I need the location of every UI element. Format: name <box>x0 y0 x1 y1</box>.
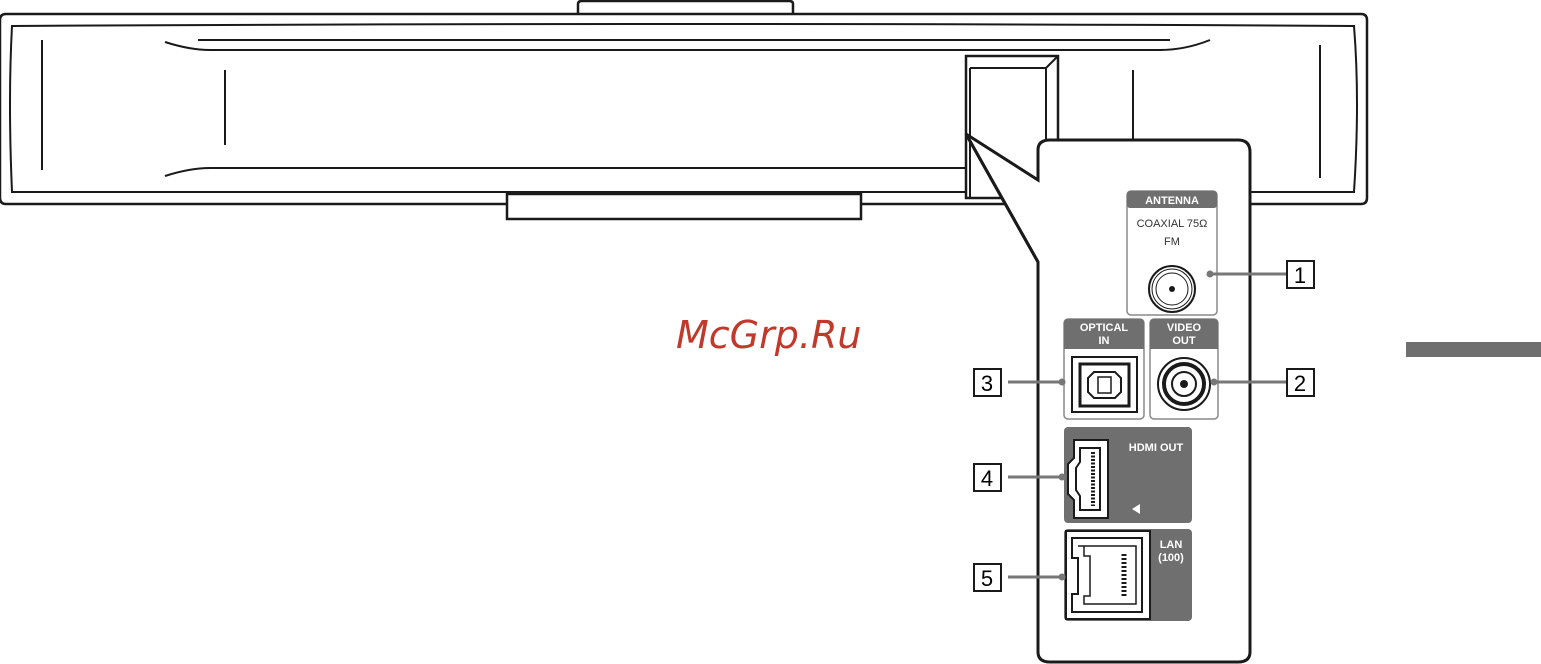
optical-label-line1: OPTICAL <box>1080 322 1129 334</box>
callout-box-5: 5 <box>974 564 1001 591</box>
fm-antenna-jack-icon <box>1149 266 1195 312</box>
antenna-block: ANTENNA COAXIAL 75Ω FM <box>1127 191 1217 315</box>
rca-jack-icon <box>1158 358 1210 410</box>
side-tab-bar <box>1406 342 1541 357</box>
callout-number-1: 1 <box>1294 263 1306 288</box>
callout-dot-2 <box>1211 379 1218 386</box>
optical-label-line2: IN <box>1099 335 1110 347</box>
hdmi-label: HDMI OUT <box>1129 442 1184 454</box>
callout-number-5: 5 <box>981 566 993 591</box>
callout-dot-4 <box>1059 474 1066 481</box>
lan-label-line1: LAN <box>1160 539 1183 551</box>
callout-box-2: 2 <box>1287 369 1314 396</box>
callout-box-3: 3 <box>974 369 1001 396</box>
bottom-stand <box>507 194 861 219</box>
video-label-line1: VIDEO <box>1167 322 1202 334</box>
callout-dot-5 <box>1059 574 1066 581</box>
ethernet-port-icon <box>1066 531 1150 619</box>
callout-number-2: 2 <box>1294 371 1306 396</box>
top-tab <box>578 1 793 14</box>
video-out-block: VIDEO OUT <box>1150 319 1218 419</box>
hdmi-out-block: HDMI OUT <box>1064 427 1192 523</box>
lan-block: LAN (100) <box>1064 529 1192 621</box>
callout-number-4: 4 <box>981 466 993 491</box>
hdmi-port-icon <box>1068 440 1108 518</box>
lan-label-line2: (100) <box>1158 552 1184 564</box>
callout-box-1: 1 <box>1287 261 1314 288</box>
video-label-line2: OUT <box>1172 335 1196 347</box>
watermark-text: McGrp.Ru <box>676 313 861 357</box>
optical-jack-icon <box>1072 357 1137 412</box>
optical-in-block: OPTICAL IN <box>1064 319 1144 419</box>
callout-dot-1 <box>1207 271 1214 278</box>
antenna-fm-label: FM <box>1164 236 1180 248</box>
callout-number-3: 3 <box>981 371 993 396</box>
callout-dot-3 <box>1059 379 1066 386</box>
callout-box-4: 4 <box>974 464 1001 491</box>
antenna-coaxial-label: COAXIAL 75Ω <box>1137 218 1208 230</box>
antenna-header-label: ANTENNA <box>1145 195 1199 207</box>
